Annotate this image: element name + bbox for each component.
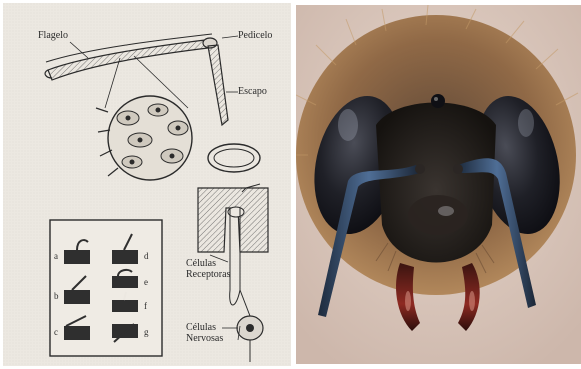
bee-head-photo	[296, 5, 581, 364]
label-escapo: Escapo	[238, 86, 267, 97]
inset-letter-a: a	[54, 251, 58, 261]
inset-letter-b: b	[54, 291, 59, 301]
inset-letter-d: d	[144, 251, 149, 261]
inset-letter-c: c	[54, 327, 58, 337]
label-celulas-nervosas-2: Nervosas	[186, 333, 223, 344]
ocellus-icon	[431, 94, 445, 108]
label-pedicelo: Pedicelo	[238, 30, 272, 41]
label-celulas-receptoras-2: Receptoras	[186, 269, 230, 280]
label-celulas-receptoras-1: Células	[186, 258, 216, 269]
antenna-anatomy-diagram	[0, 0, 292, 369]
inset-letter-g: g	[144, 327, 149, 337]
inset-letter-e: e	[144, 277, 148, 287]
bee-face	[376, 103, 496, 263]
inset-letter-f: f	[144, 301, 147, 311]
label-celulas-nervosas-1: Células	[186, 322, 216, 333]
label-flagelo: Flagelo	[38, 30, 68, 41]
